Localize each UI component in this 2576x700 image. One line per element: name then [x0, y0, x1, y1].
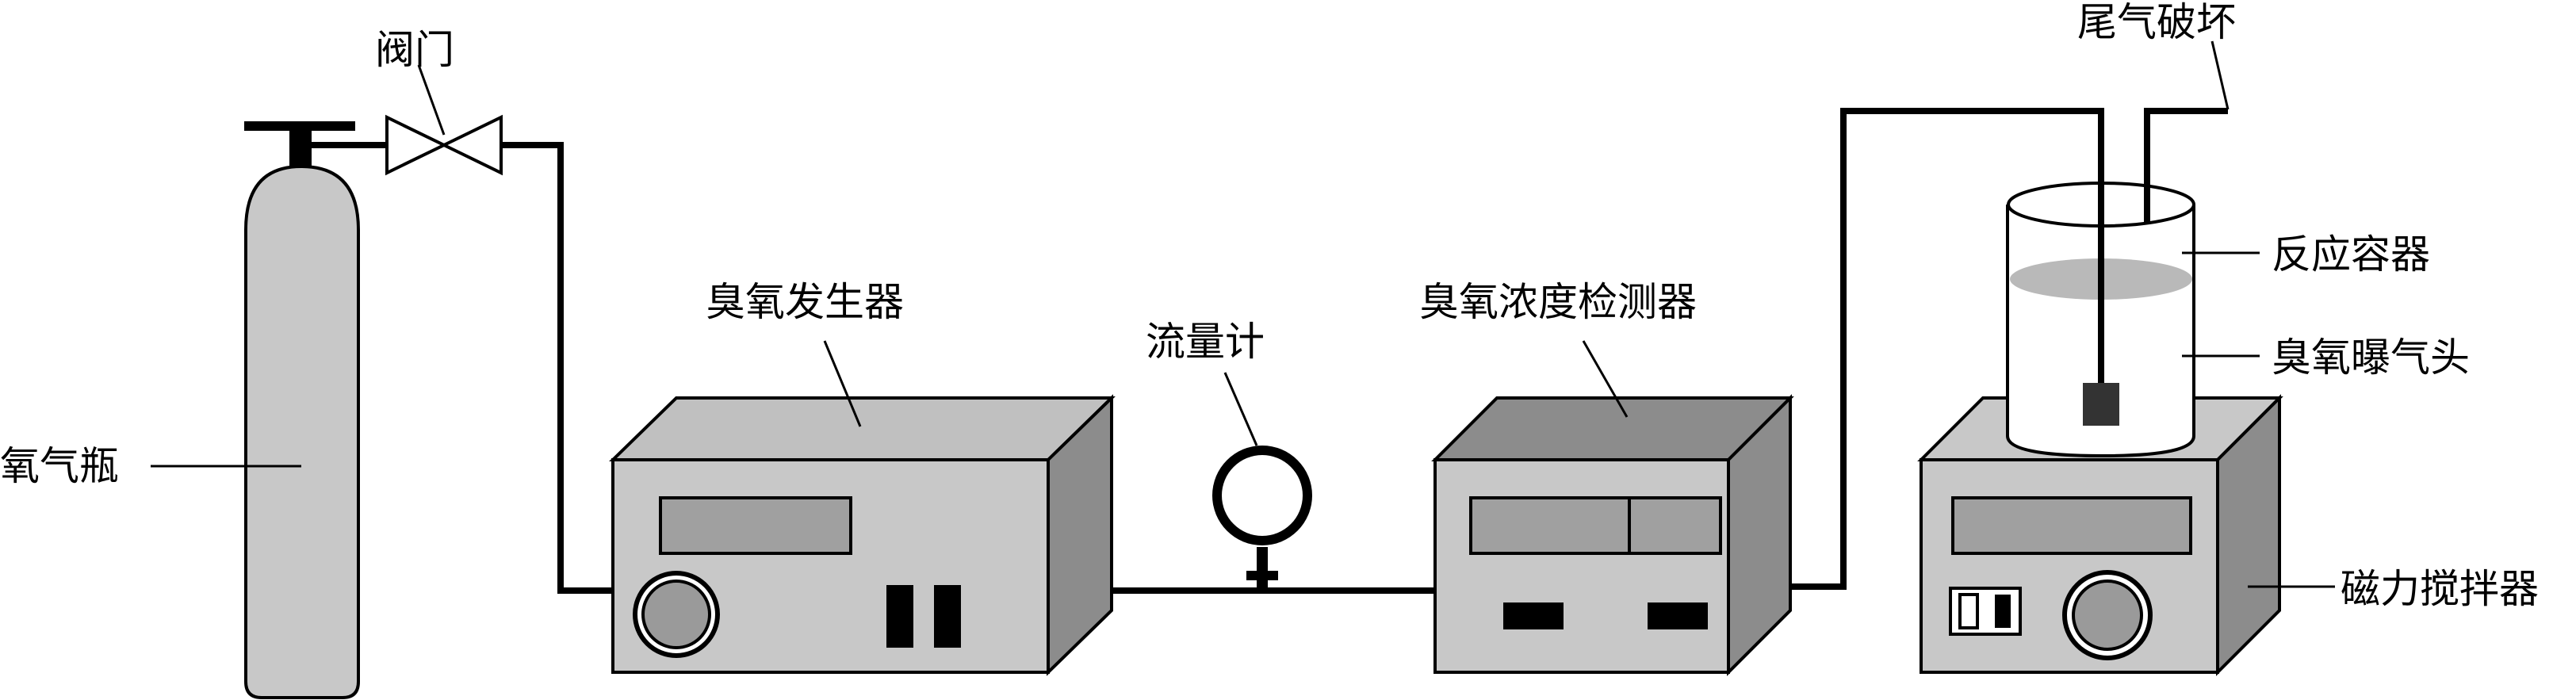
label-flowmeter: 流量计: [1146, 319, 1265, 365]
aerator-head: [2083, 383, 2119, 426]
stirrer-knob: [2072, 580, 2143, 651]
labels: 氧气瓶 阀门 臭氧发生器 流量计 臭氧浓度检测器 尾气破坏 反应容器 臭氧曝气头…: [0, 0, 2539, 612]
label-tail-gas: 尾气破坏: [2077, 0, 2236, 45]
leader-valve: [417, 64, 446, 136]
generator-switch-1: [886, 585, 913, 648]
leader-tail-gas: [2210, 40, 2230, 110]
leader-generator: [823, 340, 862, 427]
cylinder-body: [244, 164, 360, 699]
stirrer-display: [1951, 496, 2192, 555]
generator-switch-2: [934, 585, 961, 648]
detector-display-right: [1628, 496, 1722, 555]
label-valve: 阀门: [375, 27, 454, 73]
oxygen-cylinder: [244, 121, 360, 699]
valve-right-triangle: [440, 114, 503, 176]
flowmeter: [1212, 446, 1312, 591]
leader-detector: [1582, 340, 1629, 418]
detector-front: [1433, 458, 1730, 674]
valve-left-triangle: [385, 114, 448, 176]
generator-display: [659, 496, 852, 555]
label-reaction-vessel: 反应容器: [2272, 231, 2430, 277]
valve: [385, 114, 503, 176]
detector-button-2: [1648, 602, 1708, 629]
leader-flowmeter: [1223, 372, 1258, 446]
label-oxygen-cylinder: 氧气瓶: [0, 443, 119, 489]
ozone-detector: [1431, 394, 1794, 676]
label-ozone-generator: 臭氧发生器: [706, 279, 904, 325]
pipe-valve-generator: [501, 142, 613, 594]
cylinder-handle: [244, 121, 355, 131]
flowmeter-dial: [1222, 455, 1303, 536]
stirrer-front: [1920, 458, 2219, 674]
ozone-generator: [609, 394, 1116, 676]
label-magnetic-stirrer: 磁力搅拌器: [2341, 566, 2539, 612]
generator-top: [609, 396, 1116, 461]
flowmeter-stem: [1257, 547, 1268, 591]
leader-lines: [151, 40, 2335, 588]
detector-display-left: [1469, 496, 1631, 555]
detector-button-1: [1503, 602, 1564, 629]
stirrer-switch-on: [1995, 595, 2011, 628]
stirrer-switch-off: [1958, 593, 1979, 629]
flowmeter-base: [1246, 571, 1278, 580]
label-ozone-aerator: 臭氧曝气头: [2272, 335, 2470, 381]
label-ozone-detector: 臭氧浓度检测器: [1419, 279, 1697, 325]
generator-knob: [641, 580, 711, 649]
cylinder-neck: [289, 127, 312, 166]
